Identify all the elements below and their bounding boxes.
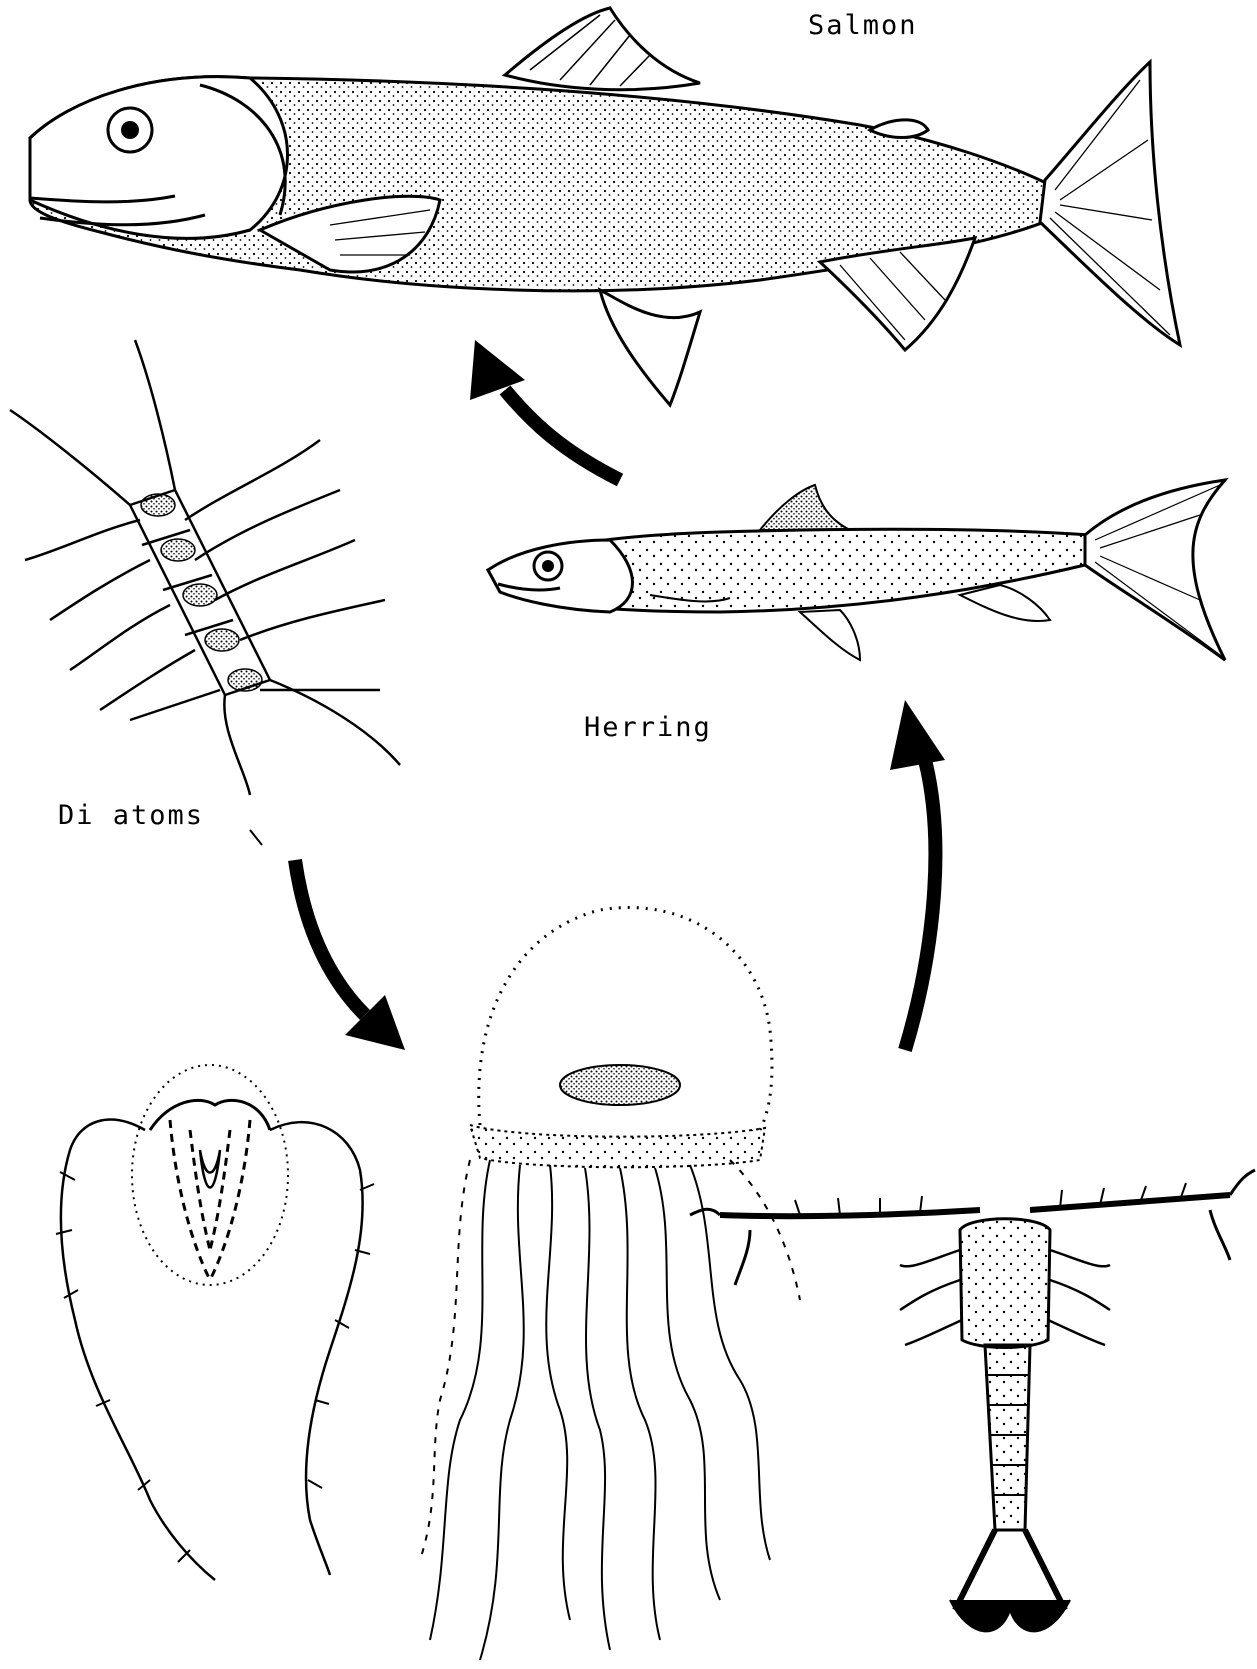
arrow-diatoms-to-comb-jelly [295, 860, 405, 1050]
salmon-illustration [30, 8, 1180, 405]
arrow-jellyfish-to-herring [890, 700, 945, 1050]
herring-illustration [488, 480, 1225, 660]
jellyfish-illustration [420, 908, 800, 1660]
diatoms-label: Di atoms [58, 800, 204, 831]
salmon-label: Salmon [808, 10, 918, 41]
diatoms-illustration [10, 340, 400, 845]
comb-jelly-illustration [56, 1065, 374, 1580]
herring-label: Herring [584, 712, 712, 743]
arrow-herring-to-salmon [470, 340, 620, 480]
copepod-illustration [690, 1170, 1255, 1631]
